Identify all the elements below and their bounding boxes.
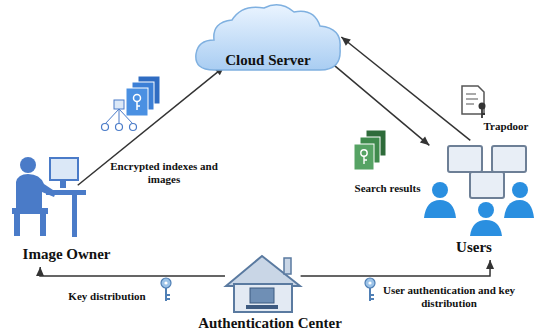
arrowhead [341, 37, 351, 46]
arrow-connector [36, 267, 225, 276]
edge-label: Trapdoor [476, 120, 536, 133]
connector-line [341, 37, 470, 140]
node-label: Image Owner [4, 246, 129, 263]
edge-label: Encrypted indexes and images [108, 160, 220, 186]
connector-line [78, 67, 225, 186]
actor-node: Authentication Center [180, 252, 360, 336]
edge-label: User authentication and key distribution [382, 284, 516, 310]
trapdoor-icon [462, 86, 486, 118]
edge-label: Key distribution [52, 290, 162, 303]
arrow-connector [341, 37, 470, 140]
arrow-connector [330, 62, 429, 145]
cloud-node: Cloud Server [190, 0, 346, 74]
node-label: Users [412, 239, 536, 256]
arrow-connector [78, 67, 225, 186]
arrowhead [486, 260, 494, 269]
connector-line [301, 260, 491, 276]
image-owner-icon [12, 157, 86, 237]
users-icon [424, 146, 534, 236]
key-icon [161, 278, 171, 301]
encrypted-docs-icon [102, 76, 161, 131]
arrowhead [36, 267, 44, 276]
arrow-connector [301, 260, 494, 276]
actor-node: Users [412, 138, 536, 260]
connector-line [330, 62, 429, 145]
node-label: Cloud Server [190, 52, 346, 69]
search-results-icon [354, 130, 386, 170]
node-label: Authentication Center [180, 315, 360, 332]
house-icon [226, 256, 300, 312]
edge-label: Search results [340, 182, 435, 195]
connector-line [40, 267, 225, 276]
arrowhead [420, 136, 429, 145]
key-icon [365, 278, 375, 301]
